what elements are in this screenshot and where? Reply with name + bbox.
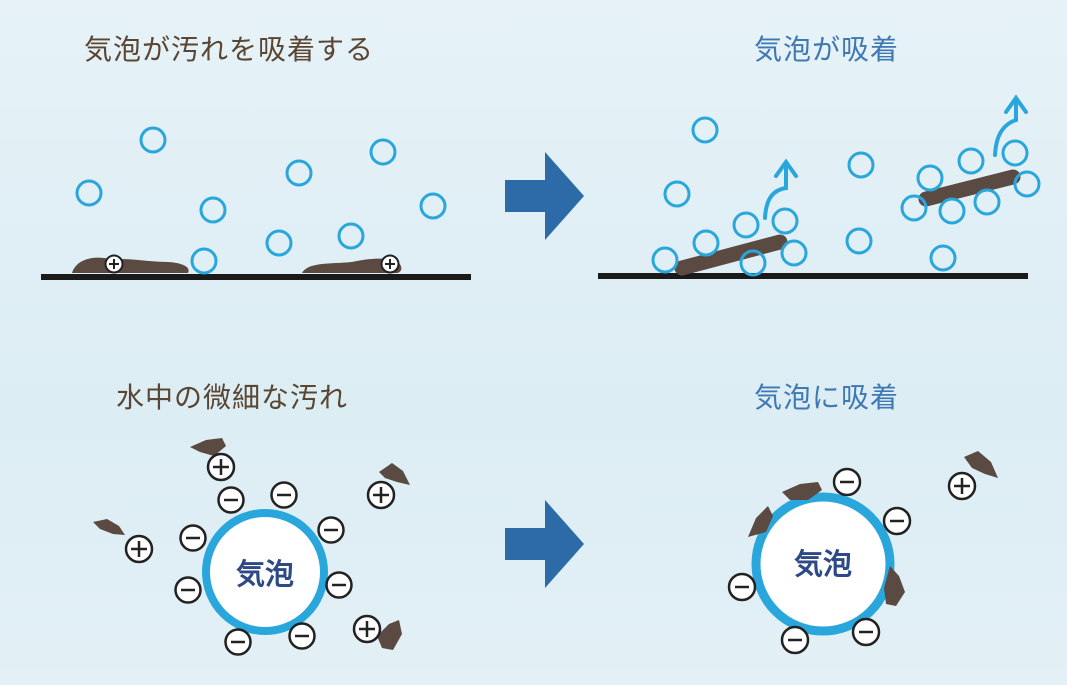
bubble [847, 151, 875, 179]
minus-charge-icon [288, 622, 316, 650]
heading-top-left: 気泡が汚れを吸着する [84, 33, 375, 66]
bubble [929, 244, 957, 272]
bubble [957, 147, 985, 175]
bubble [692, 229, 720, 257]
bubble [651, 246, 679, 274]
arrow-up-icon [763, 158, 798, 220]
dirt-particle [72, 257, 189, 273]
bubble [337, 222, 365, 250]
minus-charge-icon [224, 628, 252, 656]
bubble-label: 気泡 [794, 547, 852, 581]
bubble [190, 247, 218, 275]
arrow-right-icon [505, 500, 584, 588]
heading-bottom-left: 水中の微細な汚れ [116, 381, 349, 414]
dirt-particle [918, 169, 1021, 207]
large-bubble [202, 509, 328, 635]
dirt-particle [377, 620, 402, 650]
plus-charge-icon [352, 614, 382, 644]
plus-charge-icon [104, 254, 124, 274]
plus-charge-icon [947, 471, 977, 501]
bubble [419, 192, 447, 220]
dirt-particle [190, 438, 226, 456]
minus-charge-icon [727, 572, 757, 602]
panel-bottom-left: 気泡 [93, 438, 410, 656]
bubble [739, 249, 767, 277]
bubble [663, 180, 691, 208]
minus-charge-icon [832, 467, 862, 497]
minus-charge-icon [317, 516, 345, 544]
dirt-particle [964, 451, 998, 478]
bubble [780, 239, 808, 267]
bubble [1013, 170, 1041, 198]
bubble [369, 138, 397, 166]
plus-charge-icon [366, 480, 396, 510]
dirt-particle [748, 506, 773, 537]
plus-charge-icon [380, 254, 400, 274]
panel-top-right [598, 94, 1041, 279]
minus-charge-icon [851, 617, 881, 647]
bubble [938, 197, 966, 225]
arrow-right-icon [505, 152, 584, 240]
bubble [265, 229, 293, 257]
bubble [285, 159, 313, 187]
dirt-particle [674, 234, 788, 276]
bubble [199, 196, 227, 224]
plus-charge-icon [206, 452, 236, 482]
large-bubble [751, 492, 895, 636]
bubble [900, 194, 928, 222]
dirt-particle [93, 519, 125, 535]
bubble-group [75, 126, 447, 275]
minus-charge-icon [179, 524, 207, 552]
dirt-particle [884, 566, 905, 606]
panel-top-left [41, 126, 471, 280]
bubble [973, 188, 1001, 216]
minus-charge-icon [325, 571, 353, 599]
bubble [139, 126, 167, 154]
bubble [771, 207, 799, 235]
bubble-label: 気泡 [236, 557, 294, 591]
heading-top-right: 気泡が吸着 [754, 33, 900, 66]
bubble [845, 227, 873, 255]
bubble [732, 211, 760, 239]
bubble [75, 179, 103, 207]
bubble-group [651, 116, 1041, 277]
minus-charge-group [174, 481, 353, 656]
dirt-particle [379, 463, 410, 485]
heading-bottom-right: 気泡に吸着 [754, 381, 900, 414]
dirt-particle [302, 258, 402, 273]
minus-charge-icon [217, 486, 245, 514]
minus-charge-icon [270, 481, 298, 509]
panel-bottom-right: 気泡 [727, 451, 998, 655]
arrow-up-icon [993, 94, 1028, 157]
bubble [1001, 139, 1029, 167]
minus-charge-icon [780, 625, 810, 655]
minus-charge-icon [174, 576, 202, 604]
plus-charge-icon [124, 534, 154, 564]
dirt-particle [782, 482, 822, 500]
minus-charge-icon [882, 506, 912, 536]
bubble [916, 164, 944, 192]
minus-charge-group [727, 467, 912, 655]
bubble [691, 116, 719, 144]
